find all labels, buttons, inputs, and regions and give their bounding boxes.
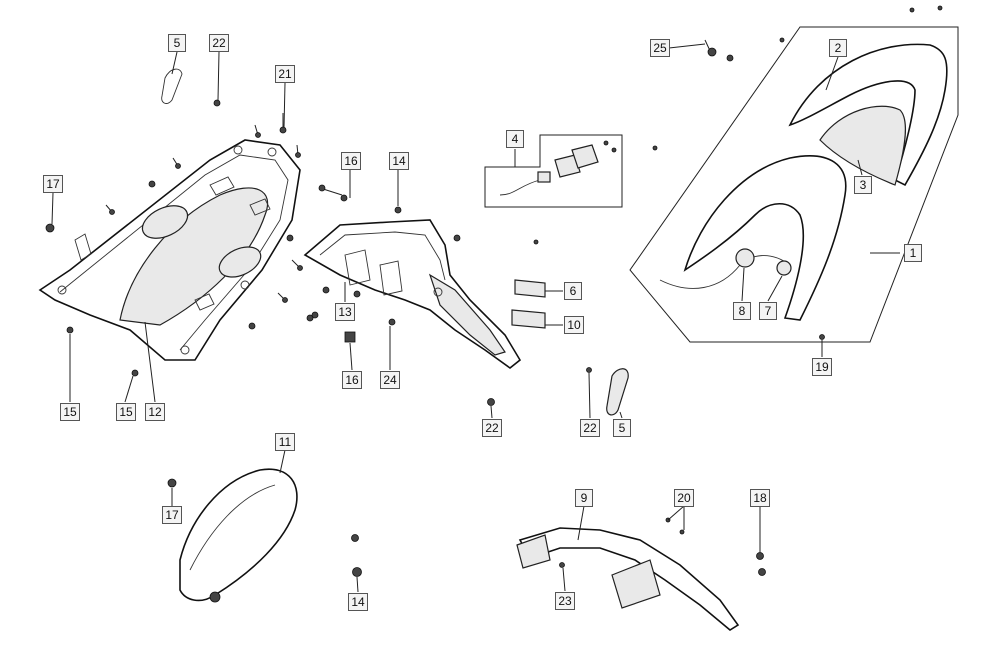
callout-5-top-left: 5 [168, 34, 186, 52]
callout-8: 8 [733, 302, 751, 320]
callout-13: 13 [335, 303, 355, 321]
callout-5-right: 5 [613, 419, 631, 437]
callout-1: 1 [904, 244, 922, 262]
rear-cover-part-11 [167, 468, 362, 603]
callout-20: 20 [674, 489, 694, 507]
callout-6: 6 [564, 282, 582, 300]
callout-22-top-left: 22 [209, 34, 229, 52]
callout-14-bottom: 14 [348, 593, 368, 611]
leader-lines [51, 43, 900, 593]
callout-22-middle: 22 [482, 419, 502, 437]
callout-9: 9 [575, 489, 593, 507]
callout-15-left: 15 [60, 403, 80, 421]
bolt-part-25 [652, 5, 943, 340]
callout-2: 2 [829, 39, 847, 57]
callout-15-middle: 15 [116, 403, 136, 421]
callout-17-bottom: 17 [162, 506, 182, 524]
callout-4: 4 [506, 130, 524, 148]
bracket-part-9 [516, 517, 766, 631]
callout-18: 18 [750, 489, 770, 507]
callout-16-bottom: 16 [342, 371, 362, 389]
fasteners-middle [311, 184, 539, 343]
license-light-assembly-part-4 [484, 134, 623, 208]
callout-12: 12 [145, 403, 165, 421]
callout-19: 19 [812, 358, 832, 376]
taillight-assembly-part-1 [629, 26, 959, 343]
callout-25: 25 [650, 39, 670, 57]
callout-23: 23 [555, 592, 575, 610]
callout-10: 10 [564, 316, 584, 334]
plates-part-6-10 [511, 279, 546, 329]
callout-17-left: 17 [43, 175, 63, 193]
callout-22-right: 22 [580, 419, 600, 437]
callout-21: 21 [275, 65, 295, 83]
rear-cover-part-12 [38, 139, 301, 361]
callout-11: 11 [275, 433, 295, 451]
rear-fender-part-13 [303, 219, 522, 370]
fasteners-left [45, 68, 314, 377]
callout-3: 3 [854, 176, 872, 194]
callout-24: 24 [380, 371, 400, 389]
callout-14-top: 14 [389, 152, 409, 170]
callout-16-top: 16 [341, 152, 361, 170]
reflector-part-5 [606, 368, 629, 416]
callout-7: 7 [759, 302, 777, 320]
